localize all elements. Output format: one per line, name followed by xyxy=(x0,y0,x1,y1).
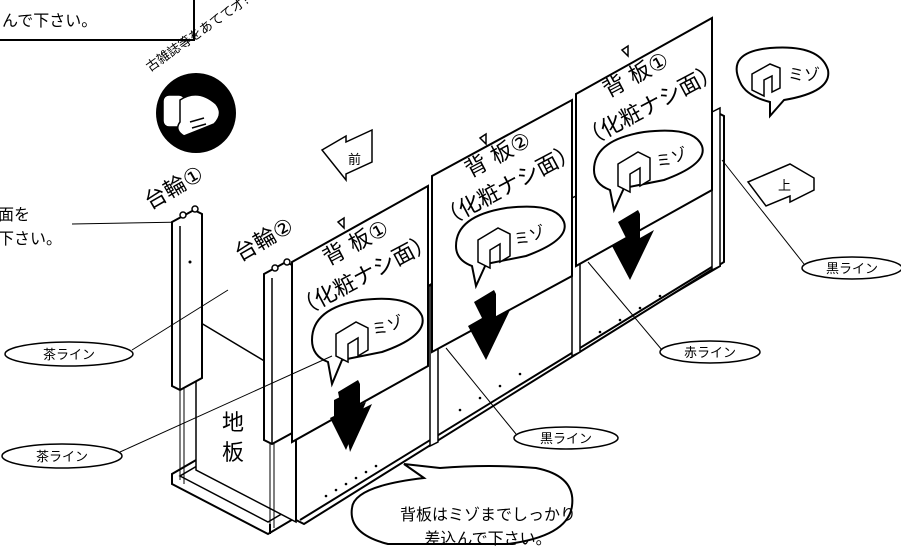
side-note-leader xyxy=(71,221,187,225)
side-note-line2: 下さい。 xyxy=(0,229,62,248)
leg-left xyxy=(171,205,203,392)
bottom-callout-line1: 背板はミゾまでしっかり xyxy=(400,505,576,524)
tag-black-right-text: 黒ライン xyxy=(826,262,878,277)
leg-right xyxy=(263,258,295,446)
tag-tea-2 xyxy=(1,355,333,469)
tag-red-text: 赤ライン xyxy=(684,346,736,361)
corner-groove-text: ミゾ xyxy=(788,65,820,84)
floor-label-2: 板 xyxy=(222,441,244,466)
bottom-callout-bubble xyxy=(350,463,574,545)
back-panel-2 xyxy=(431,98,573,360)
tag-tea-1 xyxy=(4,289,229,367)
bottom-callout-line2: 差込んで下さい。 xyxy=(424,529,551,548)
back-panel-3 xyxy=(575,16,713,280)
front-arrow-icon xyxy=(320,128,373,183)
magazine-hammer-icon xyxy=(156,73,236,153)
side-note-line1: 面を xyxy=(0,205,30,224)
top-note-text: んで下さい。 xyxy=(2,11,97,30)
corner-groove-bubble xyxy=(735,46,830,119)
tag-black-mid xyxy=(445,347,619,450)
tag-tea-1-text: 茶ライン xyxy=(43,347,95,363)
tag-black-mid-text: 黒ライン xyxy=(540,432,592,447)
floor-label-1: 地 xyxy=(222,411,244,436)
back-panel-1 xyxy=(291,184,429,452)
tag-tea-2-text: 茶ライン xyxy=(36,449,88,465)
front-arrow-label: 前 xyxy=(348,152,361,168)
top-arrow-icon xyxy=(746,163,815,207)
tag-black-right xyxy=(721,159,901,280)
tag-red xyxy=(587,261,761,364)
top-arrow-label: 上 xyxy=(778,179,791,194)
hole-dots xyxy=(324,294,662,498)
top-note-box: んで下さい。 xyxy=(0,0,195,41)
